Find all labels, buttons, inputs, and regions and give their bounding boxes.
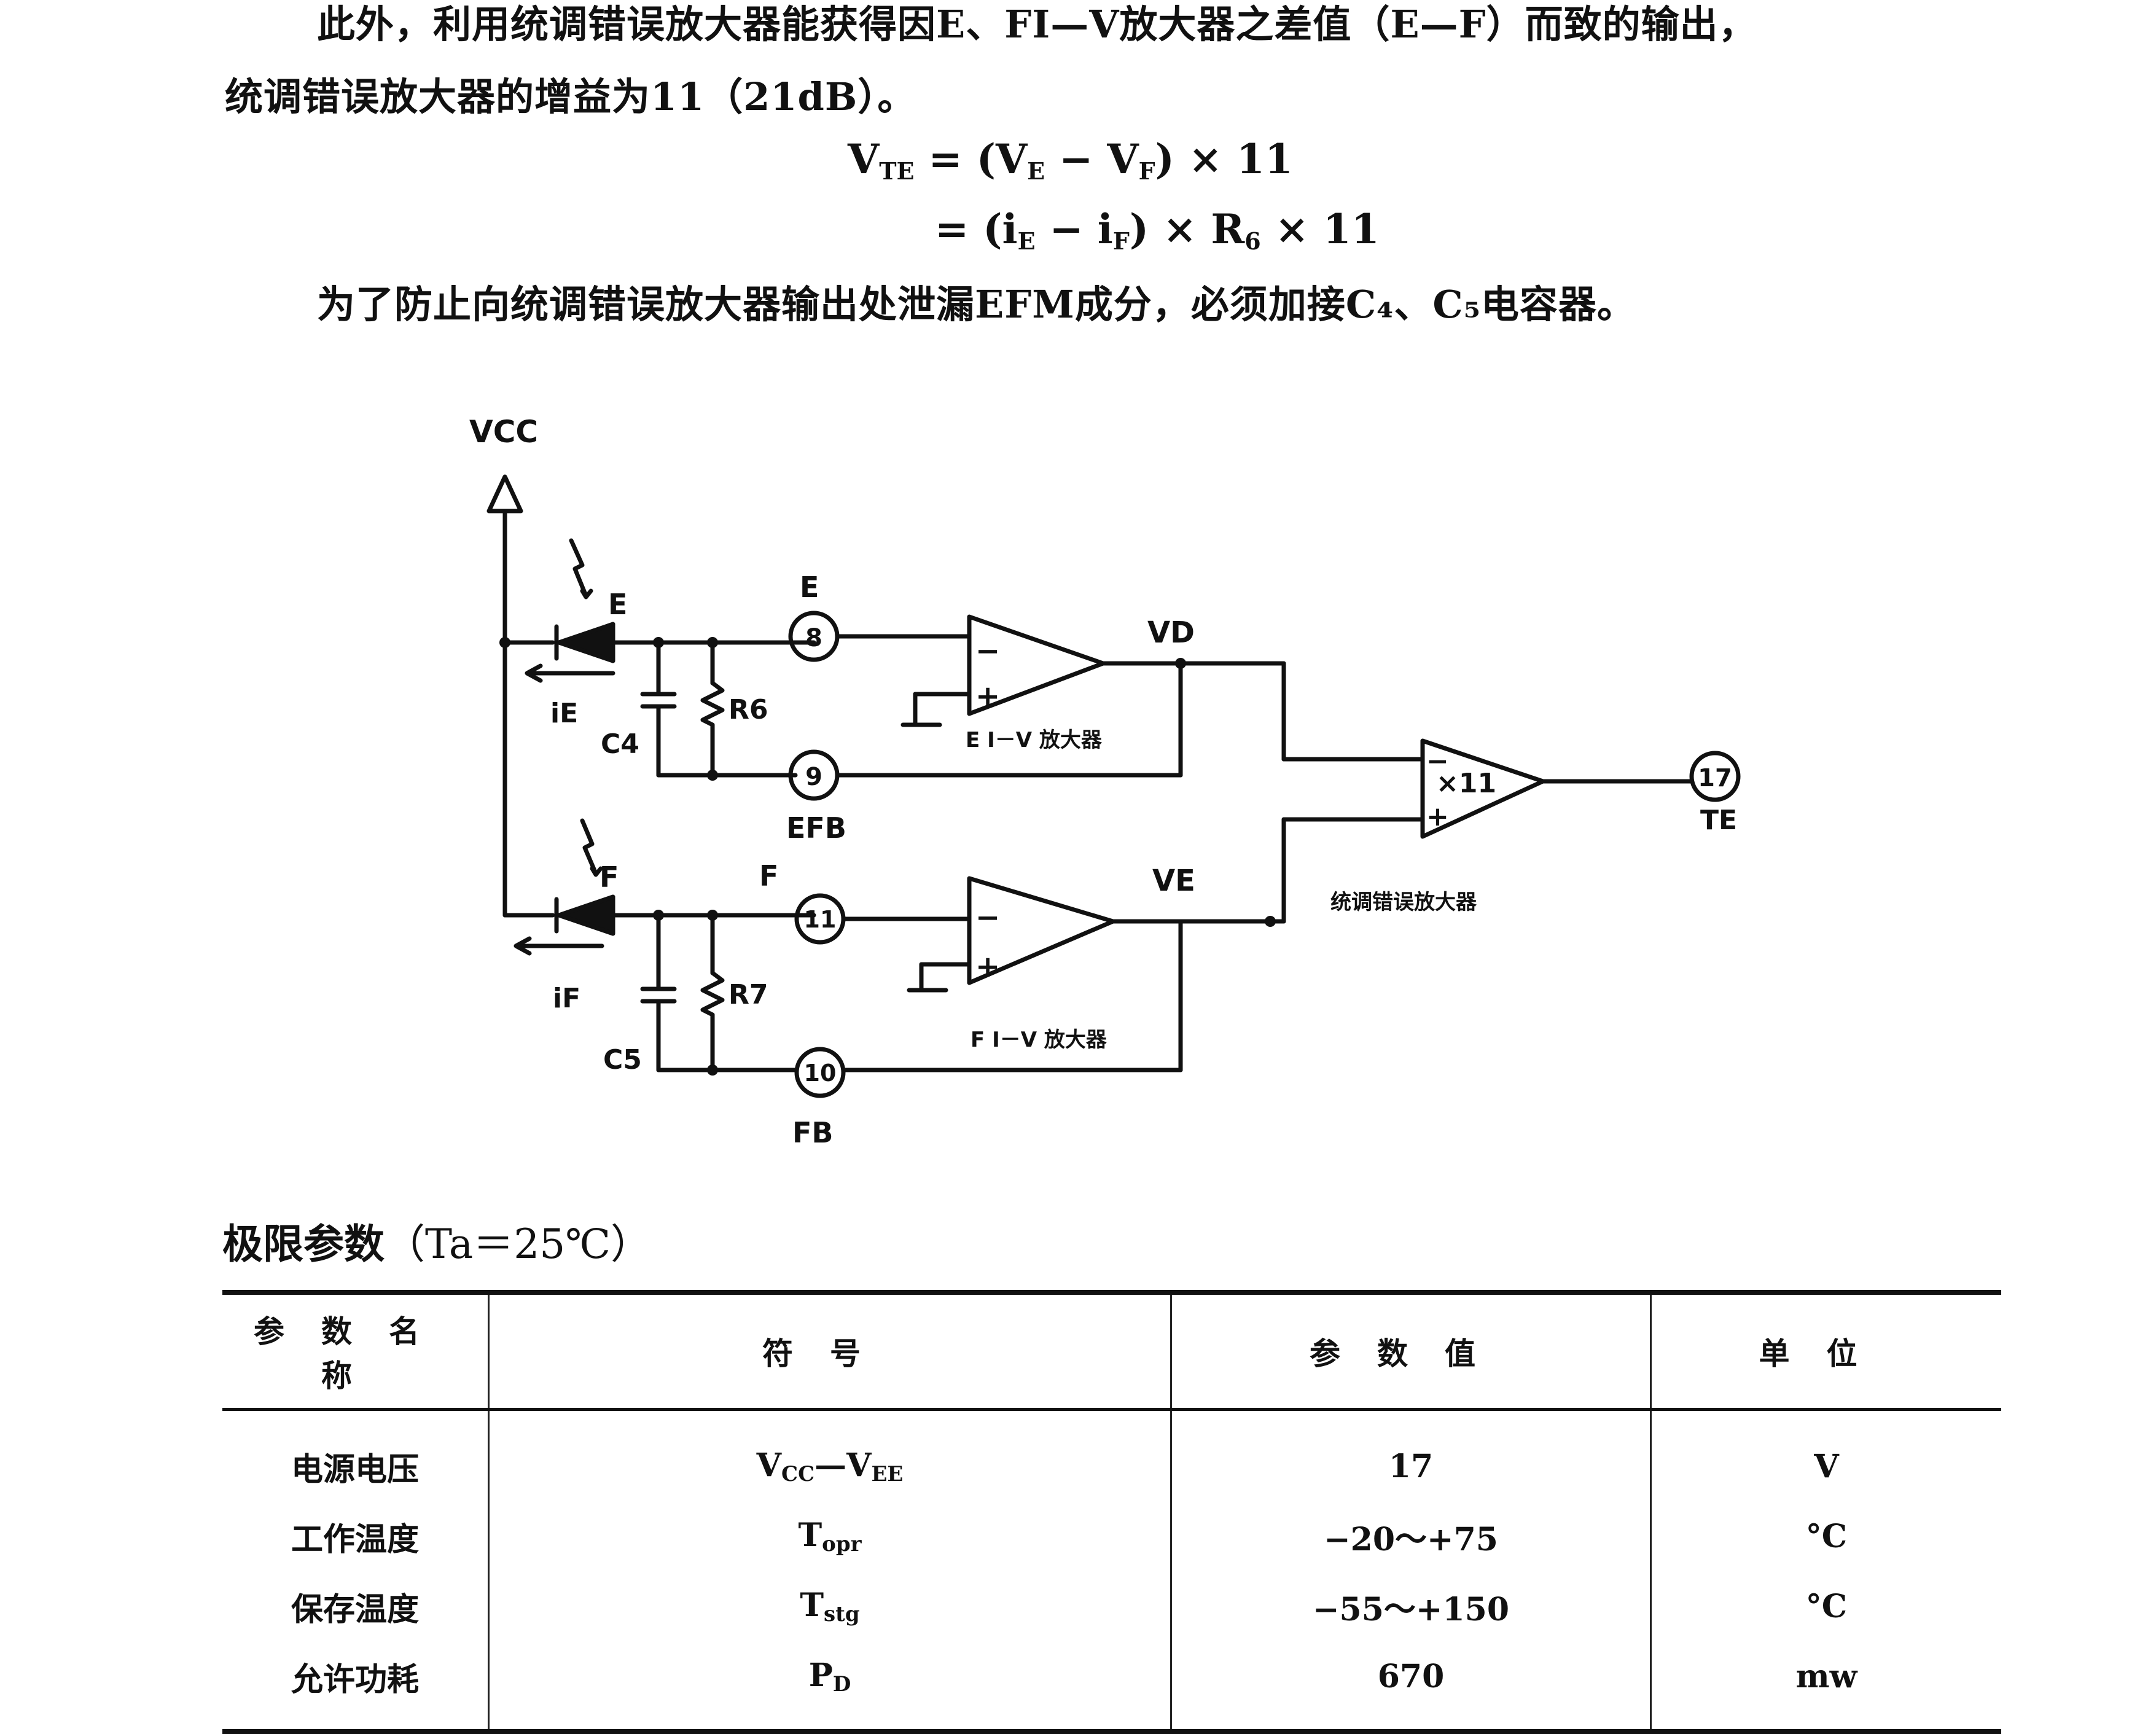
label-diode-f: F <box>600 861 619 894</box>
amp-e-iv <box>835 614 1286 778</box>
label-pin-11: 11 <box>804 906 837 933</box>
row-symbol: Topr <box>488 1501 1171 1571</box>
label-ve: VE <box>1152 864 1195 898</box>
label-pin-17: 17 <box>1698 764 1732 792</box>
row-unit: mw <box>1650 1641 2001 1734</box>
label-pin-10: 10 <box>804 1060 837 1087</box>
label-diode-e: E <box>608 588 627 621</box>
label-pin-9-name: EFB <box>786 811 846 845</box>
table-row: 电源电压 VCC—VEE 17 V <box>222 1409 2001 1501</box>
table-row: 工作温度 Topr −20～+75 °C <box>222 1501 2001 1571</box>
svg-text:+: + <box>1426 801 1449 832</box>
row-value: −55～+150 <box>1170 1571 1651 1641</box>
label-r6: R6 <box>728 694 768 725</box>
label-pin-17-name: TE <box>1700 805 1737 836</box>
row-unit: °C <box>1650 1571 2001 1641</box>
label-amp-f: F I－V 放大器 <box>971 1028 1107 1052</box>
row-name: 工作温度 <box>291 1520 419 1558</box>
paragraph-1-line-2: 统调错误放大器的增益为11（21dB）。 <box>225 74 916 119</box>
label-c5: C5 <box>603 1044 642 1076</box>
amp-tracking-error <box>1281 661 1694 924</box>
row-value: 670 <box>1170 1641 1651 1734</box>
formula-line-2: = (iE − iF) × R6 × 11 <box>935 205 1380 255</box>
header-unit: 单位 <box>1650 1290 2001 1411</box>
row-unit: V <box>1650 1409 2001 1501</box>
row-name: 电源电压 <box>291 1450 419 1488</box>
photodiode-e <box>554 538 816 663</box>
table-row: 保存温度 Tstg −55～+150 °C <box>222 1571 2001 1641</box>
label-pin-8: 8 <box>805 624 822 652</box>
label-vd: VD <box>1147 615 1195 650</box>
label-gain: ×11 <box>1436 768 1496 799</box>
current-arrow-f <box>514 936 604 956</box>
limits-table: 参数名称 符号 参数值 单位 电源电压 VCC—VEE 17 V 工作温度 To… <box>222 1290 2001 1734</box>
paragraph-2: 为了防止向统调错误放大器输出处泄漏EFM成分，必须加接C₄、C₅电容器。 <box>317 282 1636 327</box>
label-r7: R7 <box>728 979 768 1010</box>
circuit-diagram: VCC E F iE iF C4 C5 R6 R7 E 8 9 EFB F 11… <box>469 414 1741 1149</box>
vcc-supply-symbol <box>486 474 523 514</box>
header-value: 参数值 <box>1170 1290 1651 1411</box>
row-name: 保存温度 <box>291 1590 419 1628</box>
label-pin-8-name: E <box>800 571 819 604</box>
row-unit: °C <box>1650 1501 2001 1571</box>
paragraph-1-line-1: 此外，利用统调错误放大器能获得因E、FI—V放大器之差值（E—F）而致的输出， <box>317 2 1757 47</box>
label-pin-9: 9 <box>805 763 822 791</box>
row-symbol: VCC—VEE <box>488 1409 1171 1501</box>
table-row: 允许功耗 PD 670 mw <box>222 1641 2001 1734</box>
rc-network-e <box>640 640 798 778</box>
label-if: iF <box>553 983 580 1014</box>
label-pin-10-name: FB <box>792 1116 833 1149</box>
row-symbol: PD <box>488 1641 1171 1734</box>
svg-text:+: + <box>975 679 1000 714</box>
amp-f-iv <box>841 876 1286 1072</box>
label-amp-tracking: 统调错误放大器 <box>1330 890 1477 915</box>
label-amp-e: E I－V 放大器 <box>966 728 1103 752</box>
limits-title: 极限参数（Ta＝25℃） <box>222 1220 652 1268</box>
label-vcc: VCC <box>469 414 538 450</box>
label-c4: C4 <box>601 728 639 760</box>
row-value: 17 <box>1170 1409 1651 1501</box>
pin-10 <box>794 1047 846 1098</box>
label-ie: iE <box>550 698 578 729</box>
row-name: 允许功耗 <box>222 1641 489 1734</box>
svg-text:−: − <box>1426 746 1449 777</box>
pin-17 <box>1689 751 1741 802</box>
current-arrow-e <box>525 663 615 683</box>
formula-line-1: VTE = (VE − VF) × 11 <box>848 135 1293 185</box>
svg-text:+: + <box>975 950 1000 984</box>
limits-header-row: 参数名称 符号 参数值 单位 <box>222 1290 2001 1411</box>
rc-network-f <box>640 913 798 1072</box>
header-param-name: 参数名称 <box>222 1290 489 1411</box>
header-symbol: 符号 <box>488 1290 1171 1411</box>
row-value: −20～+75 <box>1170 1501 1651 1571</box>
label-pin-11-name: F <box>759 859 778 892</box>
svg-text:−: − <box>975 634 1000 668</box>
svg-text:−: − <box>975 900 1000 935</box>
row-symbol: Tstg <box>488 1571 1171 1641</box>
